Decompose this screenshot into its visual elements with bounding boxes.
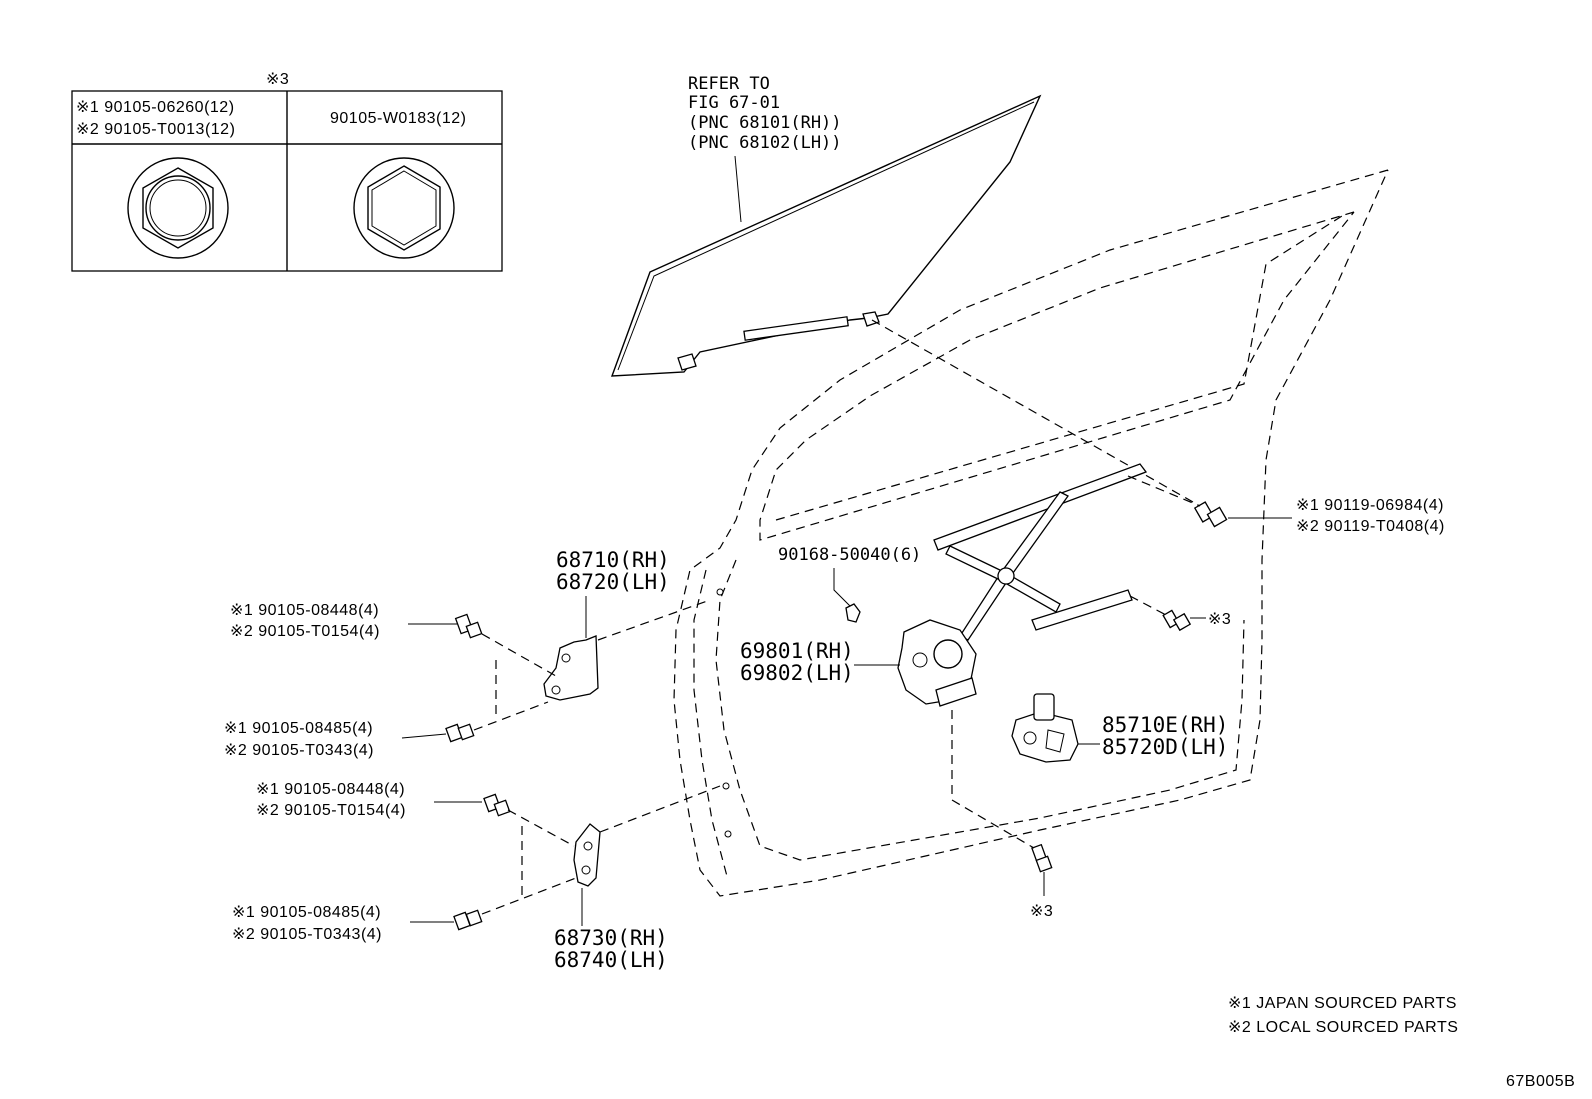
regulator-bolt-lower <box>1031 843 1053 873</box>
motor-rh-label: 85710E(RH) <box>1102 713 1228 737</box>
note-box-left-line2: ※2 90105-T0013(12) <box>76 121 235 138</box>
lower-hinge-bottom-bolt-local: ※2 90105-T0343(4) <box>232 926 382 943</box>
upper-hinge-bolt-top <box>454 613 483 639</box>
clip-icon <box>845 603 861 623</box>
glass-ref-line2: FIG 67-01 <box>688 93 780 113</box>
regulator-bolt-local: ※2 90119-T0408(4) <box>1296 518 1445 535</box>
door-outline <box>673 169 1389 897</box>
upper-hinge-lh-label: 68720(LH) <box>556 570 670 594</box>
upper-hinge-bottom-bolt-local: ※2 90105-T0343(4) <box>224 742 374 759</box>
figure-code: 67B005B <box>1506 1073 1575 1090</box>
window-regulator <box>897 463 1148 707</box>
note-box-right-line: 90105-W0183(12) <box>330 110 466 127</box>
regulator-bolt-upper <box>1193 501 1228 528</box>
regulator-rh-label: 69801(RH) <box>740 639 854 663</box>
motor-lh-label: 85720D(LH) <box>1102 735 1228 759</box>
regulator-bolt-right <box>1162 609 1192 632</box>
lower-hinge-top-bolt-local: ※2 90105-T0154(4) <box>256 802 406 819</box>
lower-hinge-bottom-bolt-japan: ※1 90105-08485(4) <box>232 904 381 921</box>
lower-hinge-bolt-bottom <box>453 909 483 931</box>
upper-hinge-bottom-bolt-japan: ※1 90105-08485(4) <box>224 720 373 737</box>
hex-nut-icon <box>353 157 455 259</box>
glass-ref-line4: (PNC 68102(LH)) <box>688 133 842 153</box>
lower-hinge <box>573 823 601 887</box>
regulator-bolt-japan: ※1 90119-06984(4) <box>1296 497 1444 514</box>
lower-hinge-bolt-top <box>483 793 511 817</box>
lower-hinge-top-bolt-japan: ※1 90105-08448(4) <box>256 781 405 798</box>
flange-nut-icon <box>127 157 229 259</box>
note-box-header: ※3 <box>266 71 289 88</box>
door-glass <box>610 94 1042 377</box>
fastener-note-box: ※3 ※1 90105-06260(12) ※2 90105-T0013(12)… <box>71 71 503 272</box>
clip-label: 90168-50040(6) <box>778 545 921 565</box>
glass-ref-line3: (PNC 68101(RH)) <box>688 113 842 133</box>
regulator-lh-label: 69802(LH) <box>740 661 854 685</box>
legend-japan: ※1 JAPAN SOURCED PARTS <box>1228 995 1457 1012</box>
regulator-bolt-lower-ref: ※3 <box>1030 903 1053 920</box>
lower-hinge-rh-label: 68730(RH) <box>554 926 668 950</box>
regulator-bolt-right-ref: ※3 <box>1208 611 1231 628</box>
upper-hinge-top-bolt-japan: ※1 90105-08448(4) <box>230 602 379 619</box>
upper-hinge-top-bolt-local: ※2 90105-T0154(4) <box>230 623 380 640</box>
glass-ref-line1: REFER TO <box>688 74 770 94</box>
upper-hinge-rh-label: 68710(RH) <box>556 548 670 572</box>
upper-hinge-bolt-bottom <box>445 723 475 743</box>
legend-local: ※2 LOCAL SOURCED PARTS <box>1228 1019 1458 1036</box>
upper-hinge <box>543 635 599 701</box>
lower-hinge-lh-label: 68740(LH) <box>554 948 668 972</box>
note-box-left-line1: ※1 90105-06260(12) <box>76 99 235 116</box>
window-motor <box>1011 693 1079 763</box>
